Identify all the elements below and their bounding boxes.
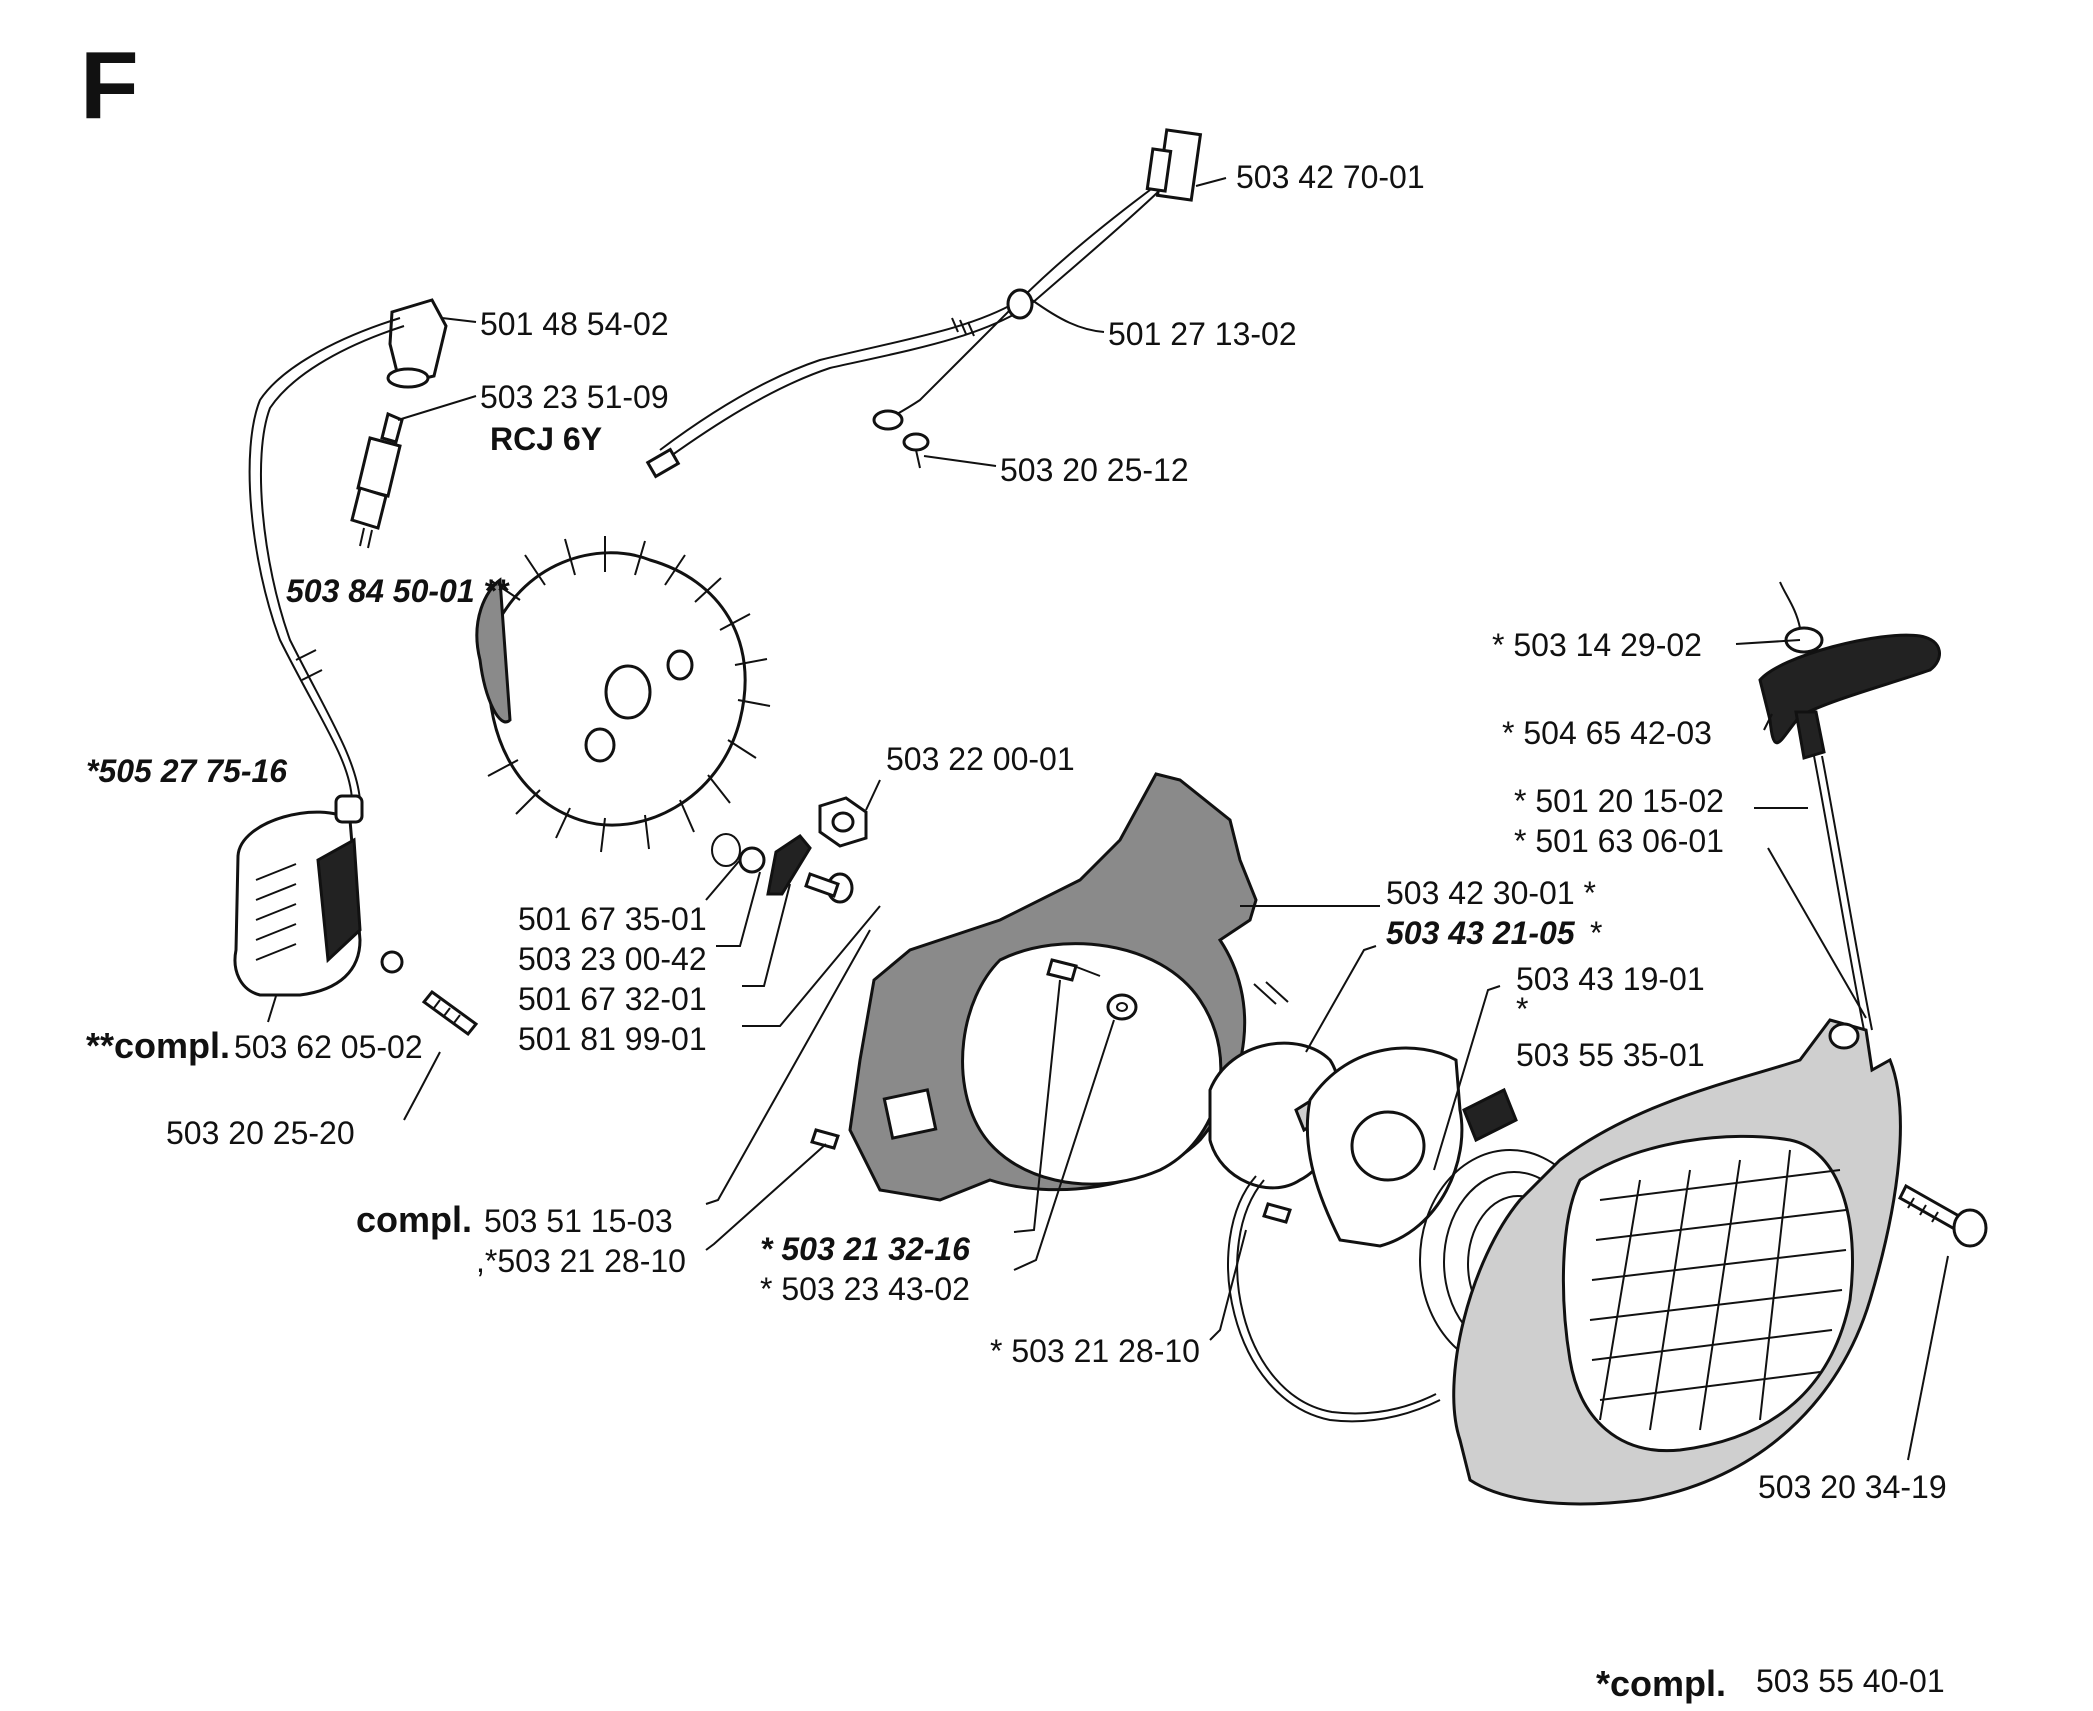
label-501-67-32-01: 501 67 32-01 bbox=[518, 981, 707, 1017]
label-501-63-06-01: * 501 63 06-01 bbox=[1514, 823, 1724, 859]
spark-plug bbox=[350, 411, 404, 549]
label-503-23-51-09: 503 23 51-09 bbox=[480, 379, 669, 415]
label-compl-prefix-module: **compl. bbox=[86, 1025, 230, 1066]
part-labels: 503 42 70-01 501 27 13-02 503 20 25-12 5… bbox=[86, 159, 1947, 1704]
leader-lines bbox=[267, 177, 1949, 1461]
starter-rope bbox=[1227, 1175, 1441, 1423]
label-503-23-43-02: * 503 23 43-02 bbox=[760, 1271, 970, 1307]
label-503-20-25-12: 503 20 25-12 bbox=[1000, 452, 1189, 488]
label-503-21-28-10-b: * 503 21 28-10 bbox=[990, 1333, 1200, 1369]
label-503-55-40-01: 503 55 40-01 bbox=[1756, 1663, 1945, 1699]
label-compl-prefix-housing: compl. bbox=[356, 1199, 472, 1240]
label-504-65-42-03: * 504 65 42-03 bbox=[1502, 715, 1712, 751]
label-501-20-15-02: * 501 20 15-02 bbox=[1514, 783, 1724, 819]
label-503-55-35-01: 503 55 35-01 bbox=[1516, 1037, 1705, 1073]
label-503-20-25-20: 503 20 25-20 bbox=[166, 1115, 355, 1151]
label-star-small: * bbox=[1516, 991, 1528, 1027]
label-505-27-75-16: *505 27 75-16 bbox=[86, 753, 287, 789]
pulley-screw bbox=[1262, 1202, 1292, 1224]
label-501-81-99-01: 501 81 99-01 bbox=[518, 1021, 707, 1057]
section-letter: F bbox=[80, 32, 139, 139]
cover-screw bbox=[1898, 1183, 1988, 1248]
flywheel bbox=[475, 536, 771, 853]
housing-screw-2 bbox=[810, 1128, 840, 1150]
housing-screw-1 bbox=[1046, 958, 1101, 982]
starter-cover bbox=[1452, 1018, 1902, 1506]
label-503-23-00-42: 503 23 00-42 bbox=[518, 941, 707, 977]
module-screw bbox=[421, 989, 479, 1037]
label-503-21-28-10-a: ,*503 21 28-10 bbox=[476, 1243, 686, 1279]
label-501-67-35-01: 501 67 35-01 bbox=[518, 901, 707, 937]
label-501-48-54-02: 501 48 54-02 bbox=[480, 306, 669, 342]
label-503-21-32-16: * 503 21 32-16 bbox=[760, 1231, 970, 1267]
small-screw-top bbox=[902, 432, 930, 469]
starter-handle bbox=[1758, 581, 1941, 1031]
air-guide-plate bbox=[848, 772, 1258, 1202]
label-503-62-05-02: 503 62 05-02 bbox=[234, 1029, 423, 1065]
label-503-42-30-01: 503 42 30-01 * bbox=[1386, 875, 1596, 911]
label-rcj-6y: RCJ 6Y bbox=[490, 421, 602, 457]
flywheel-nut bbox=[818, 796, 868, 848]
label-503-84-50-01: 503 84 50-01 ** bbox=[286, 573, 510, 609]
ignition-module bbox=[233, 794, 404, 997]
starter-pawl-assembly bbox=[711, 833, 854, 904]
label-compl-prefix-starter: *compl. bbox=[1596, 1663, 1726, 1704]
spark-plug-boot bbox=[248, 298, 448, 801]
spring-cassette bbox=[1305, 1046, 1464, 1248]
label-503-14-29-02: * 503 14 29-02 bbox=[1492, 627, 1702, 663]
wiring-harness bbox=[645, 128, 1203, 479]
label-503-43-21-05-star: * bbox=[1590, 915, 1602, 951]
label-503-51-15-03: 503 51 15-03 bbox=[484, 1203, 673, 1239]
label-503-20-34-19: 503 20 34-19 bbox=[1758, 1469, 1947, 1505]
label-503-22-00-01: 503 22 00-01 bbox=[886, 741, 1075, 777]
housing-washer bbox=[1106, 993, 1138, 1021]
label-503-43-21-05: 503 43 21-05 bbox=[1386, 915, 1576, 951]
label-501-27-13-02: 501 27 13-02 bbox=[1108, 316, 1297, 352]
label-503-43-19-01: 503 43 19-01 bbox=[1516, 961, 1705, 997]
label-503-42-70-01: 503 42 70-01 bbox=[1236, 159, 1425, 195]
